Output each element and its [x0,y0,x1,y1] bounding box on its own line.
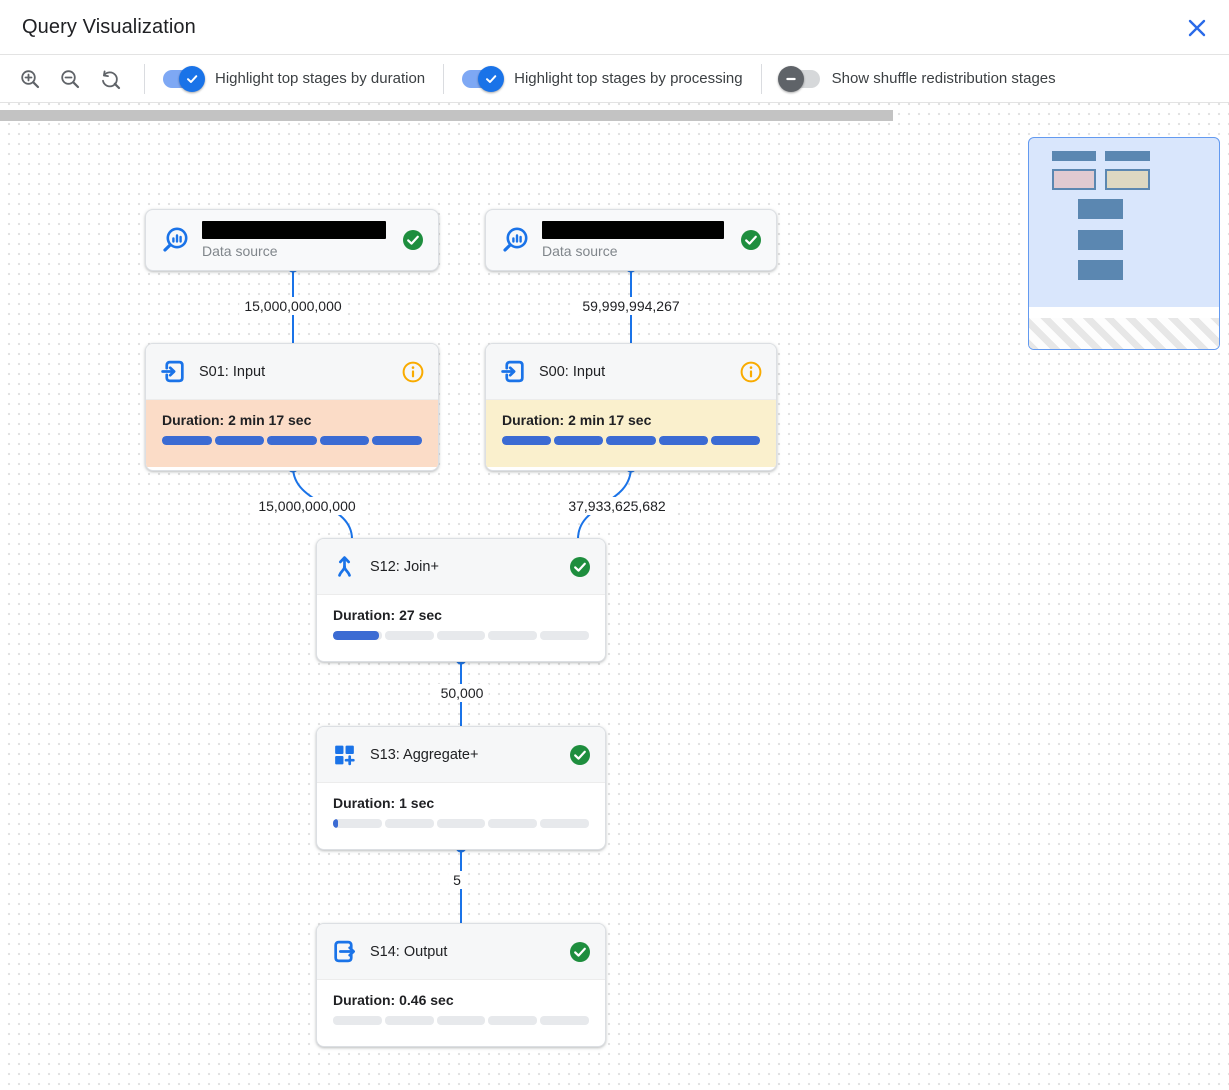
node-stage-s12[interactable]: S12: Join+ Duration: 27 sec [316,538,606,662]
toggle-highlight-duration[interactable]: Highlight top stages by duration [145,65,443,92]
progress-bar [333,819,589,828]
minimap-empty-strip [1029,307,1219,318]
duration-text: Duration: 0.46 sec [333,992,454,1008]
toolbar: Highlight top stages by duration Highlig… [0,55,1229,103]
processing-toggle-switch[interactable] [462,65,505,92]
join-icon [338,556,351,577]
dialog-header: Query Visualization [0,0,1229,55]
node-stage-s14[interactable]: S14: Output Duration: 0.46 sec [316,923,606,1047]
node-data-source-1[interactable]: Data source [145,209,439,271]
success-check-icon [403,230,423,250]
toolbar-divider [144,63,145,94]
stage-title: S13: Aggregate+ [370,746,479,763]
node-data-source-2[interactable]: Data source [485,209,777,271]
minimap-node [1078,260,1123,280]
data-source-label: Data source [542,243,618,259]
zoom-out-icon[interactable] [58,67,82,91]
edge-row-count: 37,933,625,682 [563,497,671,515]
close-icon[interactable] [1185,16,1209,40]
duration-section: Duration: 2 min 17 sec [146,400,438,467]
input-icon [501,360,524,383]
zoom-reset-icon[interactable] [98,67,122,91]
redacted-table-name [542,221,724,239]
info-icon[interactable] [740,361,762,383]
data-source-icon [503,227,528,252]
success-check-icon [570,941,590,962]
stage-title: S01: Input [199,363,266,380]
minimap-node [1078,230,1123,250]
duration-toggle-switch[interactable] [163,65,205,92]
progress-bar [162,436,422,445]
dash-icon [777,65,804,92]
progress-bar [333,1016,589,1025]
output-icon [334,940,355,963]
edge-row-count: 15,000,000,000 [239,297,347,315]
duration-text: Duration: 2 min 17 sec [502,412,652,428]
minimap-node [1105,151,1150,161]
edge-row-count: 59,999,994,267 [577,297,685,315]
graph-canvas[interactable]: 15,000,000,000 59,999,994,267 15,000,000… [0,103,1229,1089]
duration-section: Duration: 27 sec [317,595,605,661]
minimap-node [1078,199,1123,219]
duration-section: Duration: 1 sec [317,783,605,849]
stage-title: S14: Output [370,943,448,960]
minimap-node-highlight-duration [1052,169,1096,190]
duration-section: Duration: 2 min 17 sec [486,400,776,467]
node-stage-s13[interactable]: S13: Aggregate+ Duration: 1 sec [316,726,606,850]
success-check-icon [570,744,590,765]
node-stage-s01[interactable]: S01: Input Duration: 2 min 17 sec [145,343,439,471]
minimap-out-of-bounds-hatch [1029,318,1219,349]
edge-row-count: 5 [448,871,466,889]
check-icon [179,65,205,92]
redacted-table-name [202,221,386,239]
zoom-controls [18,67,144,91]
success-check-icon [570,556,590,577]
horizontal-scrollbar[interactable] [0,110,893,121]
minimap-node-highlight-processing [1105,169,1150,190]
stage-title: S00: Input [539,363,606,380]
edge-row-count: 15,000,000,000 [253,497,361,515]
duration-section: Duration: 0.46 sec [317,980,605,1046]
progress-bar [502,436,761,445]
toggle-show-shuffle[interactable]: Show shuffle redistribution stages [762,65,1074,92]
toggle-label: Highlight top stages by duration [215,70,426,87]
duration-text: Duration: 2 min 17 sec [162,412,312,428]
info-icon[interactable] [402,361,424,383]
toggle-label: Highlight top stages by processing [514,70,743,87]
data-source-label: Data source [202,243,278,259]
node-stage-s00[interactable]: S00: Input Duration: 2 min 17 sec [485,343,777,471]
check-icon [478,65,505,92]
progress-bar [333,631,589,640]
toggle-highlight-processing[interactable]: Highlight top stages by processing [444,65,760,92]
minimap-node [1052,151,1096,161]
data-source-icon [163,227,188,252]
stage-title: S12: Join+ [370,558,439,575]
edge-row-count: 50,000 [435,684,489,702]
shuffle-toggle-switch[interactable] [777,65,820,92]
toolbar-divider [760,63,762,94]
input-icon [161,360,184,383]
zoom-in-icon[interactable] [18,67,42,91]
success-check-icon [741,230,761,250]
toolbar-divider [443,63,445,94]
minimap[interactable] [1028,137,1220,350]
page-title: Query Visualization [22,15,196,38]
duration-text: Duration: 27 sec [333,607,442,623]
aggregate-icon [335,745,355,766]
toggle-label: Show shuffle redistribution stages [831,70,1056,87]
duration-text: Duration: 1 sec [333,795,435,811]
